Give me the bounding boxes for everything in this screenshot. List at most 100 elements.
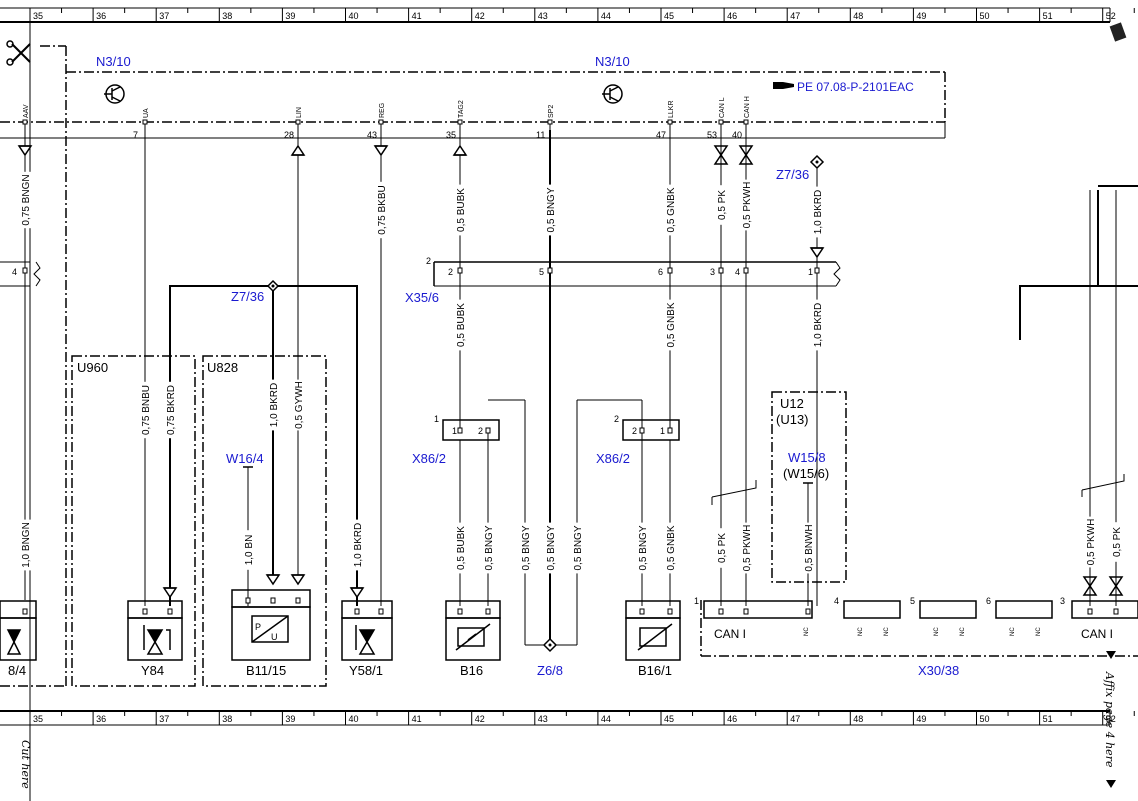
signal-label: UA bbox=[143, 108, 150, 118]
pin-number: 4 bbox=[735, 267, 740, 277]
pin-terminal bbox=[22, 608, 28, 615]
wire-label: 0,5 BNGY bbox=[573, 525, 584, 570]
ruler-number: 41 bbox=[412, 714, 422, 724]
wire-label: 0,5 GNBK bbox=[666, 187, 677, 232]
transistor-icon bbox=[602, 84, 623, 104]
wire-label: 1,0 BKRD bbox=[269, 383, 280, 427]
wire-label: 0,5 BUBK bbox=[456, 188, 467, 232]
pin-terminal bbox=[1113, 608, 1119, 615]
n3-10-label: N3/10 bbox=[595, 54, 630, 69]
nc-label: NC bbox=[934, 627, 940, 636]
twisted-pair-marks bbox=[711, 474, 1125, 505]
wire-label: 0,75 BKRD bbox=[166, 385, 177, 435]
pin-terminal bbox=[457, 427, 463, 434]
y84-label: Y84 bbox=[141, 663, 164, 678]
cut-here-text: Cut here bbox=[19, 740, 32, 789]
scissors-icon bbox=[6, 40, 31, 66]
ruler-number: 43 bbox=[538, 714, 548, 724]
pin-terminal bbox=[378, 608, 384, 615]
pin-terminal bbox=[167, 608, 173, 615]
ruler-number: 49 bbox=[916, 11, 926, 21]
pin-number: 35 bbox=[446, 130, 456, 140]
pin-terminal bbox=[743, 608, 749, 615]
pin-number: 53 bbox=[707, 130, 717, 140]
wire-label: 1,0 BKRD bbox=[813, 190, 824, 234]
ruler-number: 35 bbox=[33, 11, 43, 21]
signal-label: CAN H bbox=[744, 96, 751, 118]
ruler-number: 45 bbox=[664, 714, 674, 724]
wire-label: 0,5 GNBK bbox=[666, 525, 677, 570]
can-i-label: CAN I bbox=[1081, 627, 1113, 641]
signal-label: AAV bbox=[23, 104, 30, 118]
pressure-icon: P bbox=[255, 622, 261, 632]
wire-label: 0,5 PKWH bbox=[1086, 519, 1097, 566]
terminal-marks bbox=[243, 466, 813, 484]
pin-number: 1 bbox=[452, 426, 457, 436]
wire-label: 0,5 PK bbox=[1112, 527, 1123, 557]
left-connector bbox=[0, 261, 41, 287]
signal-label: REG bbox=[379, 103, 386, 118]
top-ruler bbox=[0, 7, 1111, 23]
ruler-number: 50 bbox=[980, 11, 990, 21]
pin-terminal bbox=[718, 267, 724, 274]
wire-label: 0,5 PKWH bbox=[742, 525, 753, 572]
wire-label: 0,5 BNGY bbox=[484, 525, 495, 570]
pin-number: 1 bbox=[434, 414, 439, 424]
u960-label: U960 bbox=[77, 360, 108, 375]
ruler-number: 39 bbox=[285, 714, 295, 724]
ruler-number: 44 bbox=[601, 714, 611, 724]
ruler-number: 37 bbox=[159, 714, 169, 724]
ruler-number: 46 bbox=[727, 714, 737, 724]
wire-label: 0,5 PK bbox=[717, 190, 728, 220]
n3-10-module-box bbox=[0, 45, 946, 687]
thick-wires bbox=[169, 185, 1138, 606]
ruler-number: 37 bbox=[159, 11, 169, 21]
pin-terminal bbox=[142, 608, 148, 615]
signal-label: LLKR bbox=[668, 100, 675, 118]
pin-number: 11 bbox=[536, 130, 545, 140]
wire-label: 0,5 BNGY bbox=[546, 187, 557, 232]
nc-label: NC bbox=[960, 627, 966, 636]
wire-label: 0,5 BNGY bbox=[521, 525, 532, 570]
splice-icon bbox=[266, 279, 280, 293]
ruler-number: 52 bbox=[1106, 714, 1116, 724]
ruler-number: 47 bbox=[790, 11, 800, 21]
ruler-number: 38 bbox=[222, 714, 232, 724]
pin-terminal bbox=[639, 427, 645, 434]
pin-number: 2 bbox=[426, 256, 431, 266]
b11-15-label: B11/15 bbox=[246, 663, 286, 678]
x86-2-connector-right bbox=[622, 419, 680, 441]
dashed-boxes bbox=[71, 355, 1138, 687]
pin-terminal bbox=[1087, 608, 1093, 615]
u12-label: U12 bbox=[780, 396, 804, 411]
signal-label: TAG2 bbox=[458, 100, 465, 118]
ruler-number: 42 bbox=[475, 714, 485, 724]
pin-terminal bbox=[805, 608, 811, 615]
ruler-number: 50 bbox=[980, 714, 990, 724]
wire-label: 0,5 GNBK bbox=[666, 302, 677, 347]
b16-label: B16 bbox=[460, 663, 483, 678]
pin-number: 2 bbox=[448, 267, 453, 277]
signal-label: SP2 bbox=[548, 105, 555, 118]
pin-number: 5 bbox=[539, 267, 544, 277]
signal-label: CAN L bbox=[719, 97, 726, 118]
b16-1-label: B16/1 bbox=[638, 663, 672, 678]
left-component-label: 8/4 bbox=[8, 663, 26, 678]
pin-terminal bbox=[547, 267, 553, 274]
ruler-number: 49 bbox=[916, 714, 926, 724]
x30-38-label: X30/38 bbox=[918, 663, 959, 678]
ruler-number: 42 bbox=[475, 11, 485, 21]
ruler-number: 52 bbox=[1106, 11, 1116, 21]
wire-label: 0,75 BNGN bbox=[21, 174, 32, 225]
wire-label: 1,0 BKRD bbox=[813, 303, 824, 347]
pin-number: 6 bbox=[986, 596, 991, 606]
pin-number: 4 bbox=[12, 267, 17, 277]
ruler-number: 47 bbox=[790, 714, 800, 724]
splice-icon bbox=[542, 637, 558, 653]
sensor-icon bbox=[455, 623, 491, 651]
pin-terminal bbox=[270, 597, 276, 604]
pin-number: 40 bbox=[732, 130, 742, 140]
